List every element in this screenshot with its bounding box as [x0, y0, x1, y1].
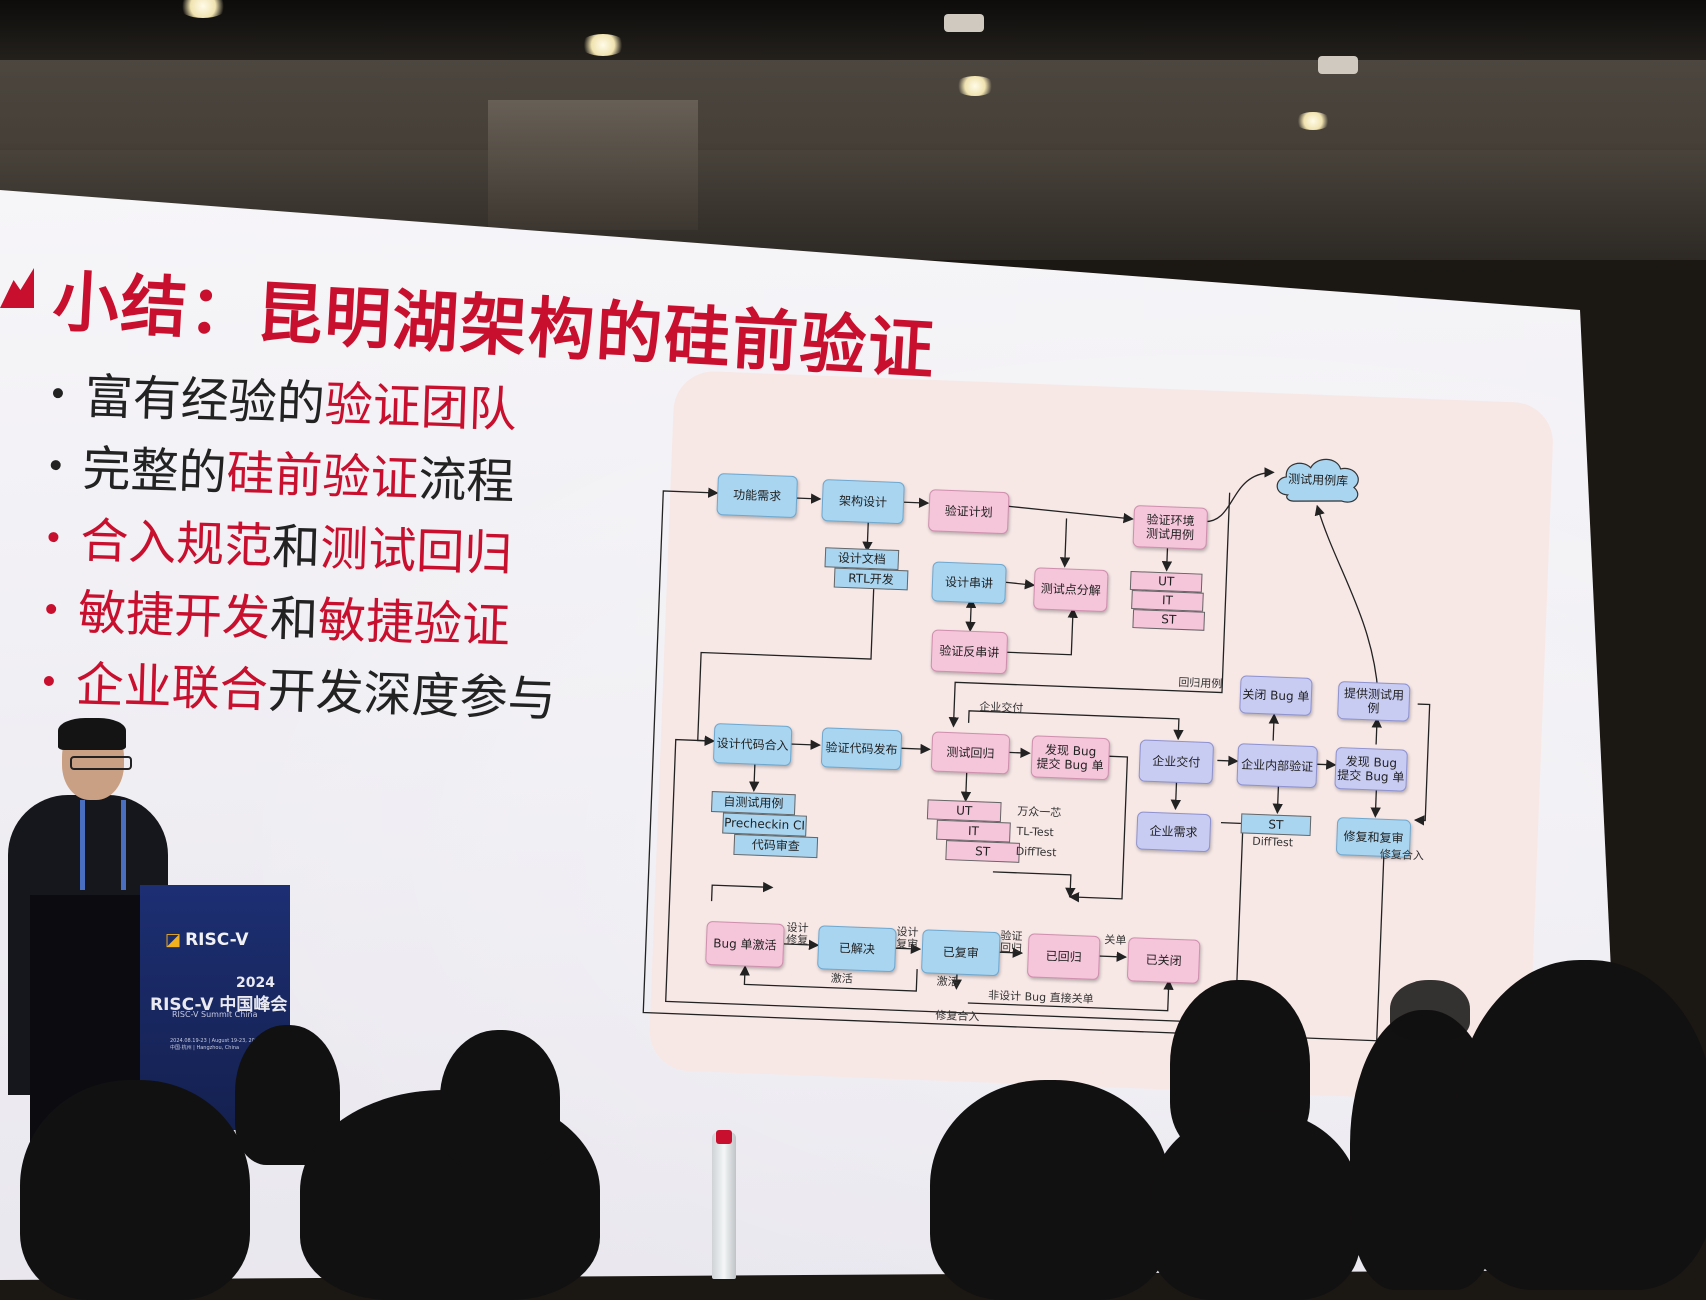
flow-node-ent-inner: 企业内部验证 [1236, 743, 1318, 788]
design-review-label: 设计 复审 [896, 926, 919, 951]
enterprise-st-tag: ST [1241, 813, 1312, 836]
enterprise-deliver-label: 企业交付 [979, 701, 1023, 715]
flow-node-ent-findbug: 发现 Bug 提交 Bug 单 [1334, 747, 1408, 792]
bullet-text: 合入规范 [79, 513, 273, 575]
bullet-text: 硅前验证 [226, 445, 420, 507]
cloud-label: 测试用例库 [1288, 469, 1349, 488]
flow-node-tp: 测试点分解 [1033, 567, 1109, 612]
ceiling-pillar [488, 100, 698, 230]
audience-head [1390, 980, 1470, 1040]
regress-level-tag: ST [945, 840, 1020, 863]
bullet-text: 测试回归 [319, 520, 513, 582]
flow-node-ent-deliver: 企业交付 [1138, 739, 1214, 784]
flow-node-reviewed: 已复审 [921, 929, 1001, 976]
flow-node-ent-need: 企业需求 [1136, 811, 1211, 852]
regress-name-label: TL-Test [1016, 826, 1054, 839]
podium-year: 2024 [236, 975, 275, 991]
bullet-text: 验证团队 [324, 377, 518, 439]
flow-node-provide-case: 提供测试用例 [1337, 681, 1410, 722]
flow-node-plan: 验证计划 [928, 489, 1010, 534]
bullet-text: 和 [269, 591, 319, 648]
ceiling-light [580, 34, 626, 56]
water-bottle [712, 1132, 736, 1279]
bullet-list: 富有经验的验证团队完整的硅前验证流程合入规范和测试回归敏捷开发和敏捷验证企业联合… [43, 360, 566, 736]
flow-node-closed: 已关闭 [1127, 937, 1201, 984]
audience-head [1455, 960, 1706, 1290]
regress-case-label: 回归用例 [1178, 677, 1222, 691]
flow-node-findbug: 发现 Bug 提交 Bug 单 [1031, 735, 1111, 780]
close-ticket-label: 关单 [1104, 934, 1126, 947]
speaker-lanyard [80, 800, 126, 890]
audience-body [1150, 1110, 1360, 1300]
bullet-dot-icon [46, 604, 56, 614]
flow-node-resolved: 已解决 [817, 925, 897, 972]
flow-node-env: 验证环境 测试用例 [1132, 505, 1208, 550]
ceiling-light [955, 76, 995, 96]
bullet-dot-icon [53, 388, 63, 398]
bullet-dot-icon [44, 676, 54, 686]
audience-head [930, 1080, 1170, 1300]
bullet-text: 和 [271, 519, 321, 576]
ceiling-beam [0, 60, 1706, 150]
podium-event-en: RISC-V Summit China [172, 1010, 258, 1019]
fix-merge-label: 修复合入 [1380, 849, 1424, 863]
bullet-text: 流程 [418, 452, 516, 511]
bullet-text: 敏捷验证 [317, 592, 511, 654]
verify-regress-label: 验证 回归 [1000, 930, 1023, 955]
security-camera [944, 14, 984, 32]
design-doc-tag: 设计文档 [824, 547, 899, 570]
bullet-text: 完整的 [82, 441, 228, 501]
speaker-hair [58, 718, 126, 750]
audience-head [440, 1030, 560, 1170]
activate-label: 激活 [830, 973, 852, 986]
env-level-tag: ST [1132, 609, 1205, 631]
test-case-library-cloud: 测试用例库 [1269, 450, 1367, 508]
bullet-dot-icon [48, 532, 58, 542]
activate-label: 激活 [936, 976, 958, 989]
design-doc-tag: RTL开发 [834, 568, 909, 591]
ceiling-light [1295, 112, 1331, 130]
flow-node-verif-walk: 验证反串讲 [931, 629, 1009, 674]
water-bottle-cap [716, 1130, 732, 1144]
bullet-dot-icon [51, 460, 61, 470]
bullet-text: 企业联合 [75, 657, 269, 719]
regress-level-tag: UT [927, 799, 1002, 822]
flow-node-release: 验证代码发布 [821, 727, 902, 770]
regress-name-label: 万众一芯 [1017, 806, 1061, 820]
flow-node-close-bug: 关闭 Bug 单 [1239, 675, 1312, 716]
audience-head [20, 1080, 250, 1300]
bullet-text: 敏捷开发 [77, 585, 271, 647]
flow-node-regressed: 已回归 [1027, 933, 1101, 980]
flow-node-arch: 架构设计 [821, 479, 905, 524]
flow-node-bug-active: Bug 单激活 [705, 921, 785, 968]
bullet-text: 富有经验的 [84, 369, 326, 433]
security-camera [1318, 56, 1358, 74]
regress-level-tag: IT [936, 820, 1011, 843]
design-fix-label: 设计 修复 [786, 922, 809, 947]
enterprise-difftest-label: DiffTest [1252, 836, 1293, 850]
flow-node-merge: 设计代码合入 [713, 723, 792, 766]
podium-brand: ◪RISC-V [165, 930, 249, 950]
flow-node-design-walk: 设计串讲 [931, 561, 1006, 604]
fix-merge-bottom-label: 修复合入 [935, 1010, 979, 1024]
flow-node-func-req: 功能需求 [716, 473, 798, 518]
flow-node-regress: 测试回归 [931, 731, 1010, 774]
speaker-glasses [70, 756, 132, 770]
merge-check-tag: 代码审查 [733, 834, 818, 858]
bullet-text: 开发深度参与 [267, 663, 557, 728]
regress-name-label: DiffTest [1015, 846, 1056, 860]
